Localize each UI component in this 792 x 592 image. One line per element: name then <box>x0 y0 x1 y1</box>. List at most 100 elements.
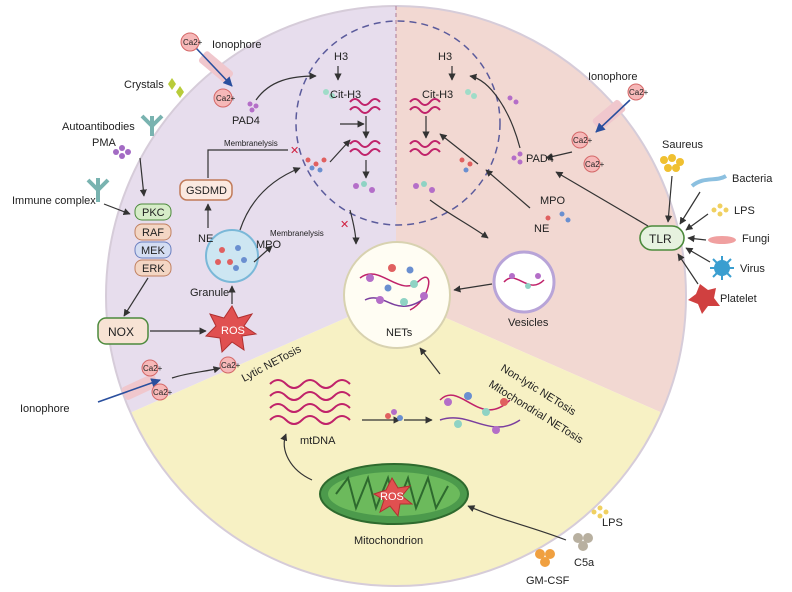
ne-label-nonlytic: NE <box>534 223 549 235</box>
cit-h3-nonlytic: Cit-H3 <box>422 89 453 101</box>
svg-text:ERK: ERK <box>142 263 165 275</box>
vesicles-label: Vesicles <box>508 317 549 329</box>
nucleus-outline <box>295 20 501 226</box>
svg-text:PKC: PKC <box>142 207 165 219</box>
ros-star-icon <box>372 476 414 518</box>
lps-label: LPS <box>734 205 755 217</box>
antibody-icon <box>140 114 164 136</box>
tlr-box <box>639 225 685 251</box>
dna-strand-lytic <box>349 98 381 156</box>
stimuli: Saureus Bacteria LPS Fungi Virus Platele… <box>660 139 773 314</box>
crystals-label: Crystals <box>124 79 164 91</box>
granule-label: Granule <box>190 287 229 299</box>
virus-label: Virus <box>740 263 765 275</box>
ionophore-bottom: Ca2+ Ca2+ Ca2+ Ionophore <box>20 356 241 415</box>
cit-h3-lytic: Cit-H3 <box>330 89 361 101</box>
ros-label: ROS <box>221 325 245 337</box>
h3-lytic: H3 <box>334 51 348 63</box>
ca-ion-icon <box>219 356 237 374</box>
saureus-label: Saureus <box>662 139 703 151</box>
svg-text:Ca2+: Ca2+ <box>183 38 203 47</box>
gsdmd-box <box>179 179 233 201</box>
immune-complex-label: Immune complex <box>12 195 96 207</box>
fungi-icon <box>708 236 736 244</box>
lps-icon <box>591 505 609 519</box>
ca-ion-icon <box>180 32 200 52</box>
pad4-label-lytic: PAD4 <box>232 115 260 127</box>
pma-molecule <box>113 145 131 159</box>
svg-text:Ca2+: Ca2+ <box>585 160 605 169</box>
autoantibodies-label: Autoantibodies <box>62 121 135 133</box>
mpo-label-lytic: MPO <box>256 239 282 251</box>
ca-ion-icon <box>627 83 645 101</box>
svg-text:MEK: MEK <box>141 245 166 257</box>
ca-ion-icon <box>571 131 589 149</box>
bacteria-label: Bacteria <box>732 173 773 185</box>
ca-ion-icon <box>583 155 601 173</box>
erk-box <box>134 259 172 277</box>
crystals: Crystals <box>124 78 184 98</box>
crystal-icon <box>168 78 176 90</box>
svg-text:✕: ✕ <box>290 145 299 157</box>
nets-center: NETs <box>343 241 451 349</box>
ionophore-top-label: Ionophore <box>212 39 262 51</box>
ca-ion-icon <box>151 383 169 401</box>
gsdmd-label: GSDMD <box>186 185 227 197</box>
pad4-label-nonlytic: PAD4 <box>526 153 554 165</box>
mito-ros-label: ROS <box>380 491 404 503</box>
granule-icon <box>205 229 259 283</box>
bacteria-icon <box>690 174 728 188</box>
membranelysis-bottom: Membranelysis <box>270 229 324 238</box>
platelet-icon <box>688 284 720 314</box>
dna-strand-nonlytic <box>409 98 441 156</box>
nox-label: NOX <box>108 325 134 339</box>
antibody-icon <box>86 178 110 202</box>
ionophore-channel-icon <box>592 99 626 131</box>
svg-text:Ca2+: Ca2+ <box>143 364 163 373</box>
ca-ion-icon <box>141 359 159 377</box>
gmcsf-label: GM-CSF <box>526 575 570 587</box>
bacteria-cluster-icon <box>660 154 684 172</box>
ionophore-right: Ionophore Ca2+ Ca2+ Ca2+ <box>545 71 649 173</box>
fungi-label: Fungi <box>742 233 770 245</box>
mpo-label-nonlytic: MPO <box>540 195 566 207</box>
c5a-label: C5a <box>574 557 595 569</box>
c5a-icon <box>573 533 593 551</box>
raf-box <box>134 223 172 241</box>
tlr-label: TLR <box>649 232 672 246</box>
crystal-icon <box>176 86 184 98</box>
mitochondrion-label: Mitochondrion <box>354 535 423 547</box>
ionophore-bottom-label: Ionophore <box>20 403 70 415</box>
virus-icon <box>710 256 734 280</box>
nonlytic-sector <box>396 6 686 470</box>
svg-text:✕: ✕ <box>340 219 349 231</box>
svg-text:Ca2+: Ca2+ <box>573 136 593 145</box>
ne-label-lytic: NE <box>198 233 213 245</box>
nets-label: NETs <box>386 327 413 339</box>
lps-icon <box>711 203 729 217</box>
svg-text:Ca2+: Ca2+ <box>153 388 173 397</box>
ionophore-right-label: Ionophore <box>588 71 638 83</box>
svg-text:Ca2+: Ca2+ <box>629 88 649 97</box>
membranelysis-top: Membranelysis <box>224 139 278 148</box>
vesicle-icon <box>492 250 556 314</box>
ros-star-icon: ROS <box>204 305 258 354</box>
ca-ion-icon <box>213 88 233 108</box>
pkc-box <box>134 203 172 221</box>
mek-box <box>134 241 172 259</box>
pma-label: PMA <box>92 137 117 149</box>
mtdna-label: mtDNA <box>300 435 336 447</box>
mito-nets <box>439 392 521 434</box>
mtdna <box>269 379 351 425</box>
nox-box <box>97 317 149 345</box>
kinase-pathway: PKC RAF MEK ERK <box>134 203 172 277</box>
svg-text:Ca2+: Ca2+ <box>221 361 241 370</box>
svg-text:RAF: RAF <box>142 227 164 239</box>
gm-csf-icon <box>535 549 555 567</box>
ionophore-top: Ca2+ Ca2+ Ionophore <box>180 32 262 108</box>
h3-nonlytic: H3 <box>438 51 452 63</box>
mito-lps-label: LPS <box>602 517 623 529</box>
svg-text:Ca2+: Ca2+ <box>216 94 236 103</box>
mitochondrion-icon: ROS <box>319 463 469 525</box>
